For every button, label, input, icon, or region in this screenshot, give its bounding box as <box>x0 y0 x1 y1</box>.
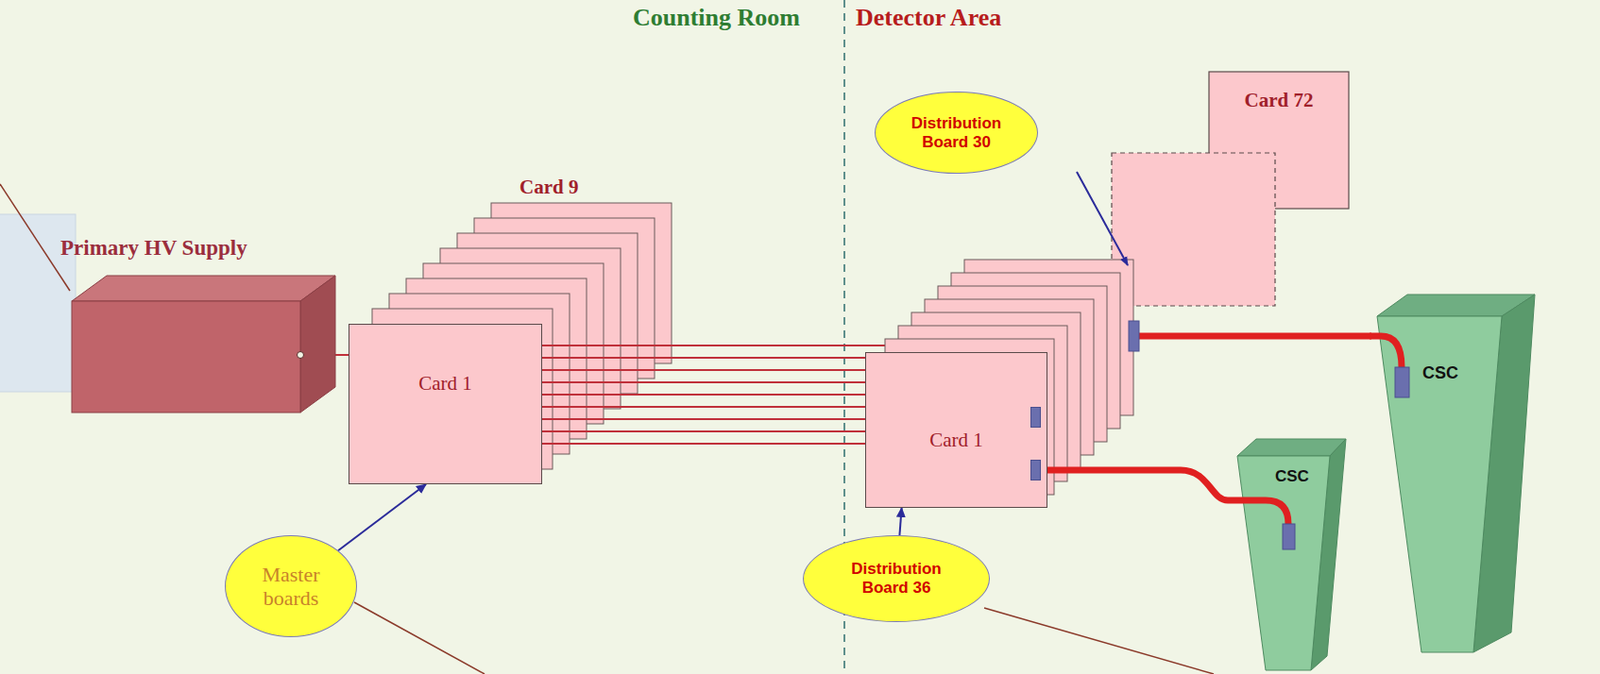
node-label: CSC <box>1275 467 1310 487</box>
distribution-card: Card 72 <box>1208 71 1349 209</box>
distribution-card: Card 1 <box>865 352 1048 509</box>
leader-line <box>984 608 1214 674</box>
text-block: CSC <box>1275 467 1310 487</box>
text-block: Primary HV Supply <box>60 236 248 261</box>
hv-connector <box>1030 407 1041 428</box>
node-label: CSC <box>1422 363 1459 384</box>
callout-ellipse: Distribution Board 36 <box>802 535 990 623</box>
text-block: Card 9 <box>519 175 579 199</box>
text-block: Card 72 <box>1208 88 1349 112</box>
node-label: Distribution Board 36 <box>837 560 956 597</box>
node-label: Distribution Board 30 <box>897 114 1016 152</box>
csc-chamber <box>1227 429 1361 671</box>
text-block: Distribution Board 36 <box>837 560 956 597</box>
hv-supply-box <box>56 236 341 416</box>
text-block: Distribution Board 30 <box>897 114 1016 152</box>
text-block: Card 1 <box>349 372 542 395</box>
text-block: CSC <box>1422 363 1459 384</box>
node-label: Master boards <box>248 562 334 612</box>
pointer-arrow <box>1076 171 1128 266</box>
node-label: Card 9 <box>519 175 579 199</box>
dashed-card <box>1111 153 1276 307</box>
csc-chamber <box>1369 288 1540 662</box>
text-block: Master boards <box>248 562 334 612</box>
leader-line <box>0 184 70 291</box>
area-heading: Detector Area <box>855 3 1002 33</box>
pointer-arrow <box>338 484 426 551</box>
hv-connector <box>1030 459 1041 481</box>
csc-chamber: CSC <box>1227 429 1361 671</box>
text-block: Card 1 <box>866 428 1047 452</box>
callout-ellipse: Distribution Board 30 <box>874 91 1039 174</box>
hv-cable <box>542 442 866 445</box>
hv-cable <box>1047 470 1228 501</box>
node-label: Card 72 <box>1208 88 1349 112</box>
csc-chamber: CSC <box>1369 288 1540 662</box>
hv-lines <box>535 345 886 432</box>
hv-connector <box>1128 321 1140 352</box>
master-card: Card 1 <box>348 323 543 485</box>
hv-cable <box>1138 333 1372 341</box>
area-heading: Counting Room <box>632 3 800 33</box>
node-label: Primary HV Supply <box>60 236 248 261</box>
hv-supply: Primary HV Supply <box>56 236 303 414</box>
callout-ellipse: Master boards <box>224 535 358 638</box>
node-label: Card 1 <box>349 372 542 395</box>
node-label: Card 1 <box>866 428 1047 452</box>
leader-line <box>354 602 485 674</box>
pointer-arrow <box>899 508 902 536</box>
